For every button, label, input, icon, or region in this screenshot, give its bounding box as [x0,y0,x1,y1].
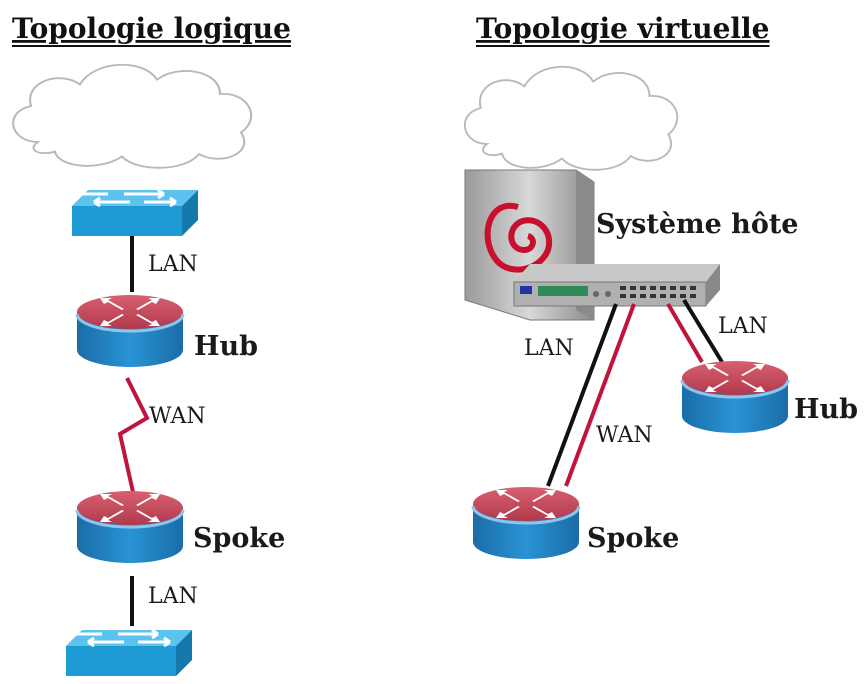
virtual-topology: Topologie virtuelle [463,12,858,561]
router-icon-spoke [471,485,581,561]
wan-link [117,377,150,493]
debian-logo-icon [484,202,553,273]
router-icon-spoke [75,489,185,565]
network-switch-icon [513,264,720,307]
hub-label: Hub [194,331,258,362]
spoke-label: Spoke [193,523,285,554]
host-system-label: Système hôte [596,209,798,240]
switch-icon-bottom [64,628,194,678]
spoke-label: Spoke [587,523,679,554]
lan-label-bottom: LAN [148,584,198,609]
wan-link-spoke [564,303,636,487]
wan-link-hub [666,302,704,364]
cloud-icon [12,63,253,169]
wan-label: WAN [149,404,206,429]
hub-label: Hub [794,394,858,425]
wan-label: WAN [596,423,653,448]
lan-label-left: LAN [524,336,574,361]
lan-link-hub [682,298,724,364]
logical-title: Topologie logique [12,12,291,45]
router-icon-hub [680,359,790,435]
virtual-title: Topologie virtuelle [476,12,770,45]
lan-label-right: LAN [718,314,768,339]
logical-topology: Topologie logique LAN Hub WAN Spoke LAN [12,12,291,678]
switch-icon-top [70,188,200,238]
lan-link-spoke [546,303,618,487]
lan-label-top: LAN [148,252,198,277]
router-icon-hub [75,293,185,369]
cloud-icon [463,65,679,171]
